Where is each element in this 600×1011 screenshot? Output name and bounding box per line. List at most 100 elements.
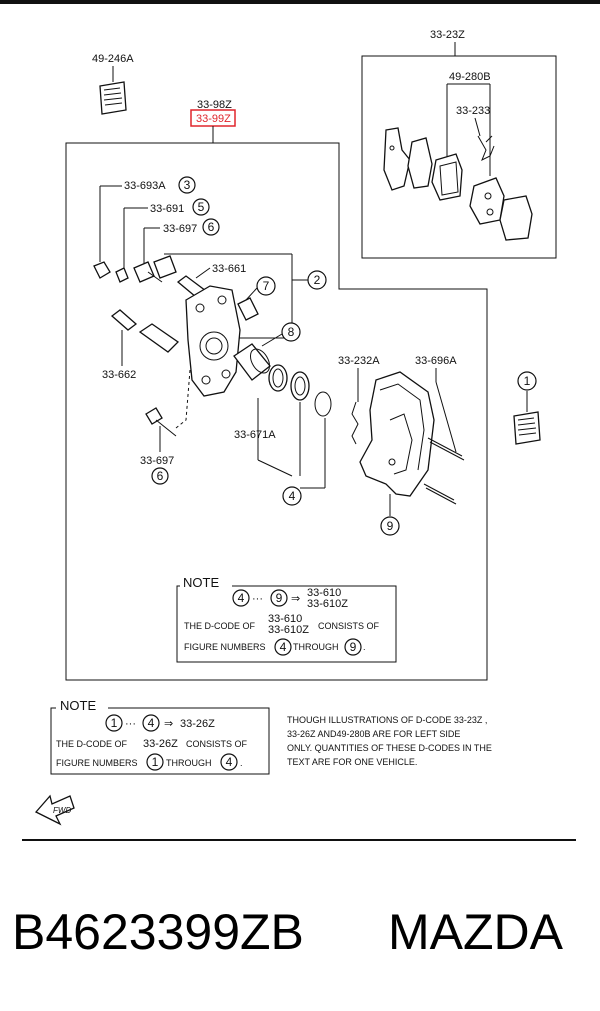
- outer-note-line3-prefix: FIGURE NUMBERS: [56, 758, 138, 768]
- kit-shim-left-2: [407, 137, 433, 189]
- outer-note-to: 4: [142, 714, 160, 732]
- svg-text:9: 9: [350, 640, 357, 654]
- svg-text:7: 7: [263, 279, 270, 293]
- label-shim-49-246a: 49-246A: [92, 53, 134, 65]
- svg-text:4: 4: [280, 640, 287, 654]
- kit-pad-right: [469, 177, 505, 225]
- outer-note-code: 33-26Z: [180, 718, 215, 730]
- outer-note-line2-code: 33-26Z: [143, 738, 178, 750]
- inner-note-arrow: ⇒: [291, 593, 300, 605]
- callout-1: 1: [517, 371, 537, 391]
- svg-text:9: 9: [276, 591, 283, 605]
- label-assy-33-98z: 33-98Z: [197, 99, 232, 111]
- boot-part: [93, 261, 111, 279]
- label-kit-33-23z: 33-23Z: [430, 29, 465, 41]
- outer-note-box: [50, 707, 270, 775]
- label-spring-33-233: 33-233: [456, 105, 490, 117]
- pin-part-small: [115, 267, 129, 283]
- inner-note-line2-code-b: 33-610Z: [268, 624, 309, 636]
- label-boot-33-693a: 33-693A: [124, 180, 166, 192]
- label-pin-33-691: 33-691: [150, 203, 184, 215]
- outer-note-line2-prefix: THE D-CODE OF: [56, 739, 128, 749]
- label-seal-33-671a: 33-671A: [234, 429, 276, 441]
- pad-pin-upper: [427, 437, 465, 461]
- bottom-rule: [22, 839, 576, 841]
- part-number: B4623399ZB: [12, 904, 304, 960]
- shim-right: [513, 411, 541, 445]
- inner-note-line3-from: 4: [274, 638, 292, 656]
- inner-note-dots: ···: [252, 593, 263, 605]
- outer-note-line3-mid: THROUGH: [166, 758, 212, 768]
- svg-text:1: 1: [524, 374, 531, 388]
- callout-4: 4: [282, 486, 302, 506]
- dashed-guide: [175, 369, 191, 429]
- piston: [233, 343, 271, 381]
- guide-pin-662: [110, 309, 138, 331]
- anti-rattle-clip: [351, 401, 359, 445]
- inner-note-box: [176, 585, 397, 663]
- outer-note-line3-to: 4: [220, 753, 238, 771]
- callout-3: 3: [178, 176, 196, 194]
- inner-note-from: 4: [232, 589, 250, 607]
- side-note-line2: 33-26Z AND49-280B ARE FOR LEFT SIDE: [287, 729, 460, 739]
- side-note-line1: THOUGH ILLUSTRATIONS OF D-CODE 33-23Z ,: [287, 715, 487, 725]
- inner-note-header: NOTE: [183, 575, 219, 590]
- svg-text:4: 4: [289, 489, 296, 503]
- svg-text:8: 8: [288, 325, 295, 339]
- inner-note-line2-code-a: 33-610: [268, 613, 302, 625]
- inner-note-code-b: 33-610Z: [307, 598, 348, 610]
- side-note-line4: TEXT ARE FOR ONE VEHICLE.: [287, 757, 417, 767]
- outer-note-line3-end: .: [240, 758, 243, 768]
- fwd-arrow-icon: FWD: [34, 794, 75, 826]
- svg-text:6: 6: [157, 469, 164, 483]
- inner-note-code-a: 33-610: [307, 587, 341, 599]
- label-pin-33-661: 33-661: [212, 263, 246, 275]
- kit-shim-left: [383, 127, 411, 191]
- svg-text:9: 9: [387, 519, 394, 533]
- bolt-part-lower: [145, 407, 177, 437]
- callout-5: 5: [192, 198, 210, 216]
- inner-note-line3-end: .: [363, 642, 366, 652]
- callout-2: 2: [307, 270, 327, 290]
- svg-text:1: 1: [111, 716, 118, 730]
- brand-name: MAZDA: [388, 904, 563, 960]
- svg-text:5: 5: [198, 200, 205, 214]
- caliper-housing: [359, 371, 435, 497]
- svg-text:1: 1: [152, 755, 159, 769]
- label-assy-33-99z: 33-99Z: [196, 113, 231, 125]
- callout-6: 6: [202, 218, 220, 236]
- top-border: [0, 0, 600, 4]
- callout-7: 7: [256, 276, 276, 296]
- inner-note-line3-mid: THROUGH: [293, 642, 339, 652]
- outer-note-arrow: ⇒: [164, 718, 173, 730]
- caliper-frame: [65, 142, 488, 681]
- label-pin-33-696a: 33-696A: [415, 355, 457, 367]
- label-pin-33-662: 33-662: [102, 369, 136, 381]
- outer-note-header: NOTE: [60, 698, 96, 713]
- label-clip-33-232a: 33-232A: [338, 355, 380, 367]
- callout-6-lower: 6: [151, 467, 169, 485]
- svg-text:2: 2: [314, 273, 321, 287]
- label-bolt-33-697: 33-697: [163, 223, 197, 235]
- kit-shim-right: [499, 195, 533, 241]
- piston-seal-ring: [290, 371, 310, 401]
- pad-pin-lower: [423, 483, 457, 505]
- dust-seal-ring: [268, 364, 288, 392]
- caliper-bracket: [185, 285, 241, 397]
- boot-part-2: [153, 255, 177, 279]
- label-bolt-33-697-lower: 33-697: [140, 455, 174, 467]
- svg-text:4: 4: [226, 755, 233, 769]
- outer-note-from: 1: [105, 714, 123, 732]
- bolt-part-upper: [133, 261, 163, 283]
- shim-49-246a: [99, 81, 127, 115]
- label-pad-49-280b: 49-280B: [449, 71, 491, 83]
- outer-note-line3-from: 1: [146, 753, 164, 771]
- sleeve-7: [237, 297, 259, 321]
- callout-8: 8: [281, 322, 301, 342]
- outer-note-dots: ···: [125, 718, 136, 730]
- kit-box: [361, 55, 557, 259]
- inner-note-line3-to: 9: [344, 638, 362, 656]
- inner-note-line2-prefix: THE D-CODE OF: [184, 621, 256, 631]
- kit-pad-left: [431, 153, 463, 201]
